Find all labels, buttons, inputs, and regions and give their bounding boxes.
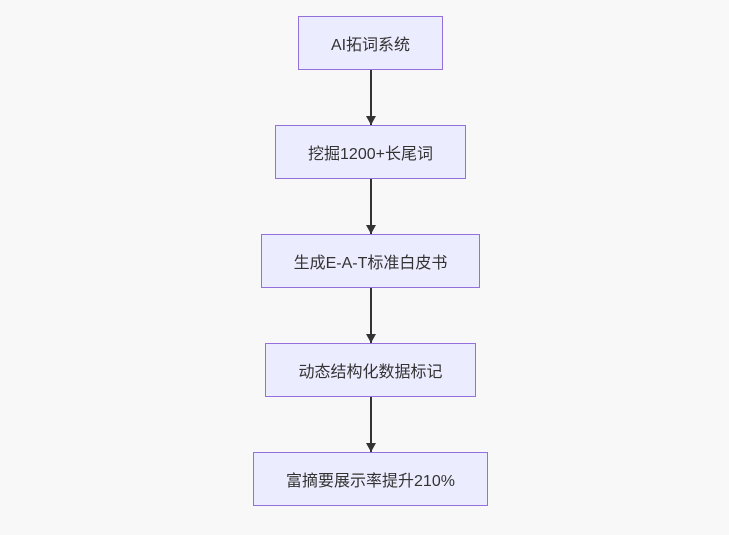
flow-node-structured-data: 动态结构化数据标记 <box>265 343 476 397</box>
flow-node-label: 挖掘1200+长尾词 <box>308 146 433 163</box>
arrowhead-down-icon <box>365 225 376 234</box>
arrowhead-down-icon <box>365 334 376 343</box>
flow-arrow-4 <box>365 397 376 452</box>
flow-node-label: 生成E-A-T标准白皮书 <box>293 255 448 272</box>
flow-node-rich-snippet-result: 富摘要展示率提升210% <box>253 452 488 506</box>
flow-arrow-2 <box>365 179 376 234</box>
flowchart-canvas: AI拓词系统 挖掘1200+长尾词 生成E-A-T标准白皮书 动态结构化数据标记… <box>6 0 729 535</box>
flow-node-label: AI拓词系统 <box>330 37 411 54</box>
flow-node-eat-whitepaper: 生成E-A-T标准白皮书 <box>260 234 481 288</box>
flow-node-ai-word-system: AI拓词系统 <box>297 16 444 70</box>
flow-arrow-1 <box>365 70 376 125</box>
flow-arrow-3 <box>365 288 376 343</box>
flow-node-label: 动态结构化数据标记 <box>298 364 443 381</box>
arrowhead-down-icon <box>365 116 376 125</box>
flow-node-longtail-mining: 挖掘1200+长尾词 <box>275 125 466 179</box>
arrowhead-down-icon <box>365 443 376 452</box>
flow-node-label: 富摘要展示率提升210% <box>286 473 455 490</box>
